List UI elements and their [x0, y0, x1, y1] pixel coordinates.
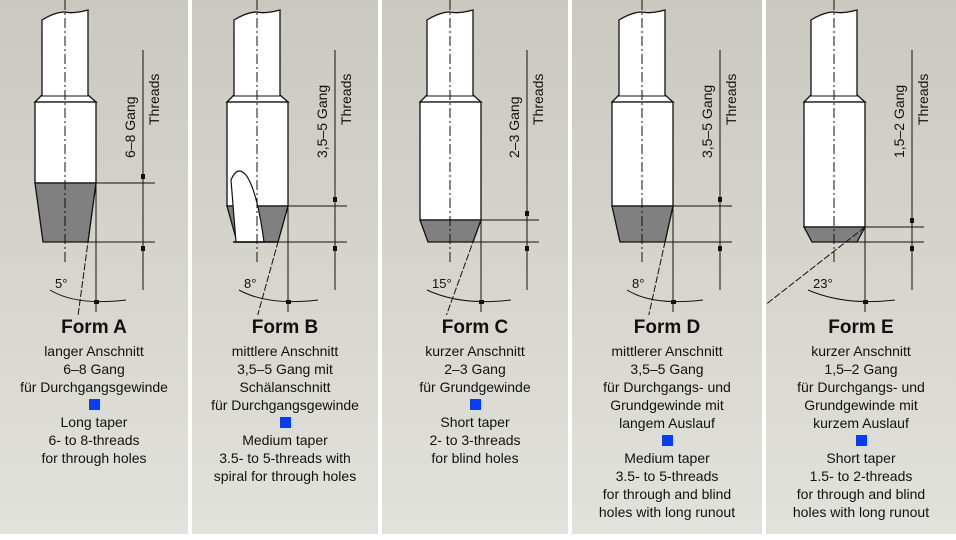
angle-arc: [807, 289, 896, 303]
form-caption: Form D mittlerer Anschnitt 3,5–5 Gang für D…: [572, 316, 762, 521]
angle-arc: [49, 289, 127, 303]
chamfer-angle-label: 8°: [244, 276, 256, 291]
blue-square-separator-icon: [279, 417, 291, 428]
form-title: Form C: [441, 317, 509, 338]
chamfer-angle-label: 5°: [55, 276, 67, 291]
angle-arc: [426, 289, 512, 303]
english-description-line: 1.5- to 2-threads: [809, 468, 913, 484]
angle-arc: [626, 289, 704, 303]
german-description-line: 2–3 Gang: [444, 361, 506, 377]
spiral-point: [230, 170, 265, 243]
threads-label: Threads: [530, 74, 546, 125]
blue-square-separator-icon: [469, 399, 481, 410]
form-title: Form A: [61, 317, 127, 338]
german-description-line: für Durchgangsgewinde: [211, 397, 359, 413]
form-title: Form B: [251, 317, 319, 338]
english-description-line: Medium taper: [624, 450, 710, 466]
thread-count-label: 1,5–2 Gang: [891, 85, 907, 158]
form-caption: Form E kurzer Anschnitt 1,5–2 Gang für Durc…: [766, 316, 956, 521]
english-description-line: 6- to 8-threads: [48, 432, 140, 448]
german-description-line: langem Auslauf: [619, 415, 715, 431]
english-description-line: Short taper: [826, 450, 896, 466]
form-d-panel: 3,5–5 Gang Threads 8° Form D mittlerer Ansch…: [572, 0, 762, 534]
angle-arc: [238, 289, 319, 303]
english-description-line: spiral for through holes: [213, 468, 357, 484]
blue-square-separator-icon: [661, 435, 673, 446]
english-description-line: 2- to 3-threads: [429, 432, 521, 448]
thread-count-label: 3,5–5 Gang: [699, 85, 715, 158]
german-description-line: 6–8 Gang: [63, 361, 125, 377]
form-caption: Form A langer Anschnitt 6–8 Gang für Durchg…: [0, 316, 188, 467]
english-description-line: for blind holes: [431, 450, 519, 466]
tap-drawing: 3,5–5 Gang Threads 8°: [610, 0, 739, 316]
english-description-line: for through and blind: [602, 486, 732, 502]
german-description-line: mittlerer Anschnitt: [611, 343, 723, 359]
german-description-line: Grundgewinde mit: [610, 397, 724, 413]
form-title: Form E: [828, 317, 894, 338]
english-description-line: for through holes: [41, 450, 147, 466]
german-description-line: Schälanschnitt: [239, 379, 331, 395]
german-description-line: für Durchgangs- und: [603, 379, 731, 395]
threads-label: Threads: [338, 74, 354, 125]
threads-label: Threads: [146, 74, 162, 125]
blue-square-separator-icon: [88, 399, 100, 410]
german-description-line: für Durchgangs- und: [797, 379, 925, 395]
english-description-line: Short taper: [440, 414, 510, 430]
german-description-line: 3,5–5 Gang mit: [237, 361, 333, 377]
form-a-panel: 6–8 Gang Threads 5° Form A langer Anschnitt 6…: [0, 0, 188, 534]
form-e-panel: 1,5–2 Gang Threads 23° Form E kurzer Anschni…: [766, 0, 956, 534]
form-b-panel: 3,5–5 Gang Threads 8° Form B mittlere Anschn…: [192, 0, 378, 534]
german-description-line: kurzer Anschnitt: [425, 343, 525, 359]
german-description-line: 3,5–5 Gang: [630, 361, 704, 377]
german-description-line: für Durchgangsgewinde: [20, 379, 168, 395]
chamfer-angle-label: 15°: [432, 276, 452, 291]
form-title: Form D: [633, 317, 701, 338]
german-description-line: langer Anschnitt: [44, 343, 144, 359]
english-description-line: for through and blind: [796, 486, 926, 502]
threads-label: Threads: [915, 74, 931, 125]
tap-drawing: 1,5–2 Gang Threads 23°: [766, 0, 931, 312]
chamfer-angle-label: 23°: [813, 276, 833, 291]
german-description-line: 1,5–2 Gang: [824, 361, 898, 377]
german-description-line: kurzer Anschnitt: [811, 343, 911, 359]
english-description-line: Medium taper: [242, 432, 328, 448]
english-description-line: 3.5- to 5-threads: [615, 468, 719, 484]
german-description-line: Grundgewinde mit: [804, 397, 918, 413]
german-description-line: mittlere Anschnitt: [231, 343, 339, 359]
english-description-line: holes with long runout: [598, 504, 736, 520]
blue-square-separator-icon: [855, 435, 867, 446]
english-description-line: holes with long runout: [792, 504, 930, 520]
chamfer-angle-label: 8°: [632, 276, 644, 291]
english-description-line: Long taper: [60, 414, 128, 430]
tap-drawing: 6–8 Gang Threads 5°: [33, 0, 162, 316]
english-description-line: 3.5- to 5-threads with: [219, 450, 351, 466]
german-description-line: kurzem Auslauf: [813, 415, 909, 431]
thread-count-label: 2–3 Gang: [506, 97, 522, 159]
thread-count-label: 3,5–5 Gang: [314, 85, 330, 158]
form-caption: Form C kurzer Anschnitt 2–3 Gang für Grundg…: [382, 316, 568, 467]
thread-count-label: 6–8 Gang: [122, 97, 138, 159]
form-c-panel: 2–3 Gang Threads 15° Form C kurzer Anschnitt…: [382, 0, 568, 534]
tap-drawing: 3,5–5 Gang Threads 8°: [225, 0, 354, 316]
german-description-line: für Grundgewinde: [419, 379, 531, 395]
tap-drawing: 2–3 Gang Threads 15°: [418, 0, 546, 316]
threads-label: Threads: [723, 74, 739, 125]
